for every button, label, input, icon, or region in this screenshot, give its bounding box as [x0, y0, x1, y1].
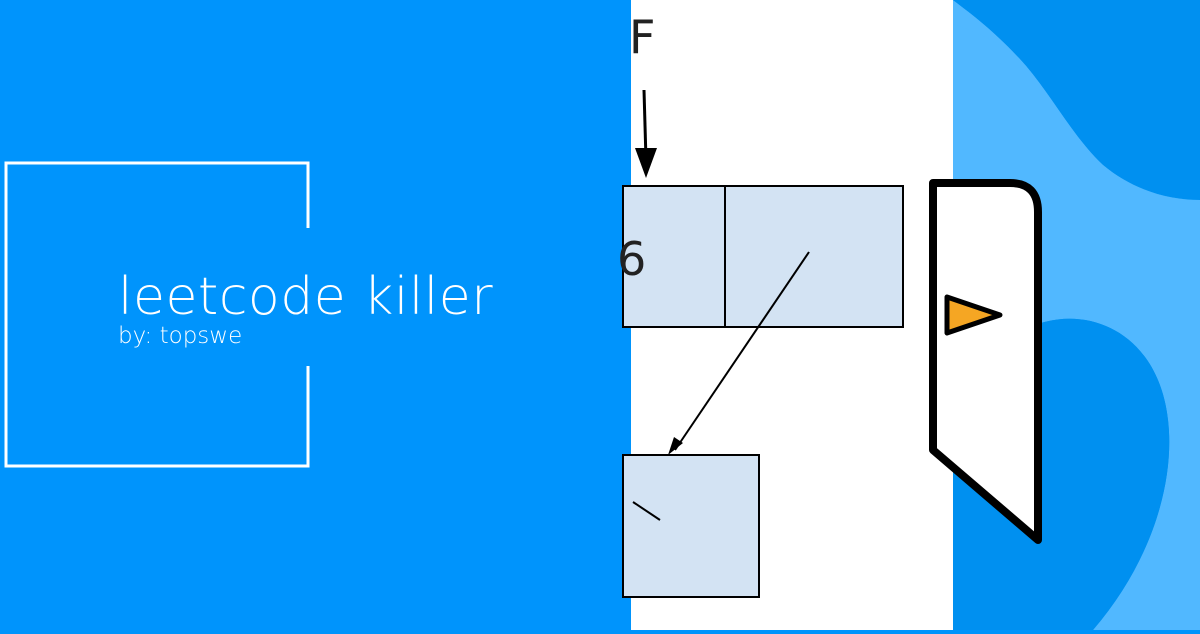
diagram-canvas: F 6: [617, 10, 904, 598]
node-inner-line: [632, 501, 661, 521]
title-frame: [4, 161, 310, 468]
next-pointer-arrowhead: [668, 437, 683, 455]
logo-panel: [929, 0, 1200, 630]
background-blob-light: [953, 24, 1200, 630]
next-pointer-line: [674, 251, 810, 451]
title-panel: leetcode killer by: topswe: [4, 161, 493, 468]
page-title: leetcode killer: [118, 267, 494, 327]
linked-list-diagram: F 6: [617, 0, 953, 630]
logo-card: [929, 179, 1042, 544]
frame-outline: [4, 161, 310, 468]
logo-canvas: [929, 0, 1200, 630]
node-box-top: [622, 185, 904, 328]
node-box-bottom: [622, 454, 760, 598]
author-byline: by: topswe: [118, 323, 243, 349]
title-block: leetcode killer by: topswe: [118, 268, 493, 349]
node-value: 6: [617, 232, 646, 286]
background-blob-dark: [953, 0, 1200, 200]
play-chevron-icon: [944, 294, 1003, 336]
pointer-arrowhead: [635, 148, 657, 178]
pointer-label: F: [629, 10, 655, 64]
